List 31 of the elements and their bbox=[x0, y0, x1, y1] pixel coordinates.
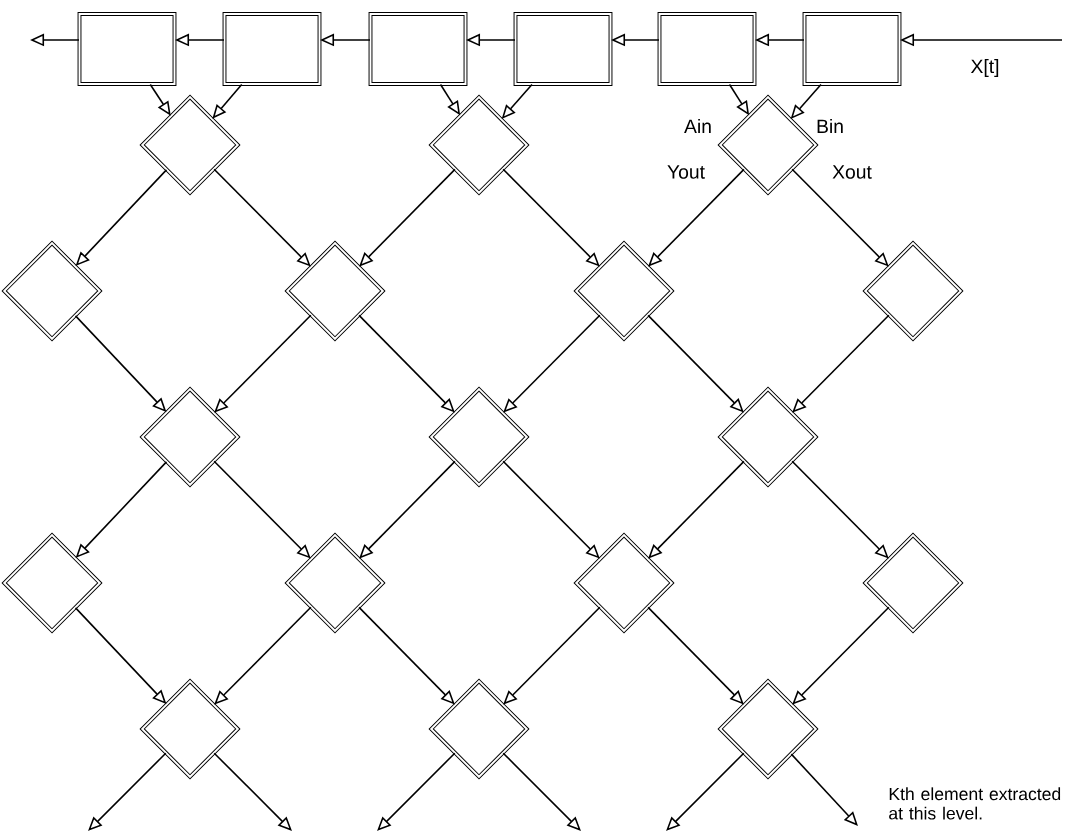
edge-label: Xout bbox=[830, 163, 874, 181]
arrow bbox=[666, 752, 745, 831]
edge-label: Yout bbox=[665, 163, 707, 181]
process-box bbox=[368, 12, 468, 86]
arrow bbox=[213, 752, 292, 831]
arrow bbox=[213, 460, 311, 559]
arrow bbox=[502, 168, 600, 267]
arrow bbox=[792, 606, 890, 705]
arrow bbox=[213, 168, 311, 267]
process-box bbox=[657, 12, 757, 86]
process-box bbox=[77, 12, 177, 86]
arrow bbox=[377, 752, 456, 831]
process-box bbox=[802, 12, 902, 86]
process-box bbox=[222, 12, 322, 86]
arrow bbox=[792, 314, 890, 413]
edge-label: Bin bbox=[814, 117, 846, 135]
note-text: Kth element extracted at this level. bbox=[889, 787, 1061, 820]
arrow bbox=[502, 460, 600, 559]
arrow bbox=[503, 314, 601, 413]
arrow bbox=[88, 752, 167, 831]
arrow bbox=[791, 168, 889, 267]
arrow bbox=[503, 606, 601, 705]
process-box bbox=[513, 12, 613, 86]
arrow bbox=[791, 460, 889, 559]
edge-label: Ain bbox=[682, 117, 714, 135]
arrow bbox=[214, 606, 312, 705]
arrow bbox=[502, 752, 581, 831]
edge-label: X[t] bbox=[968, 57, 1002, 79]
arrow bbox=[212, 83, 243, 119]
arrow bbox=[214, 314, 312, 413]
arrow bbox=[790, 753, 858, 826]
